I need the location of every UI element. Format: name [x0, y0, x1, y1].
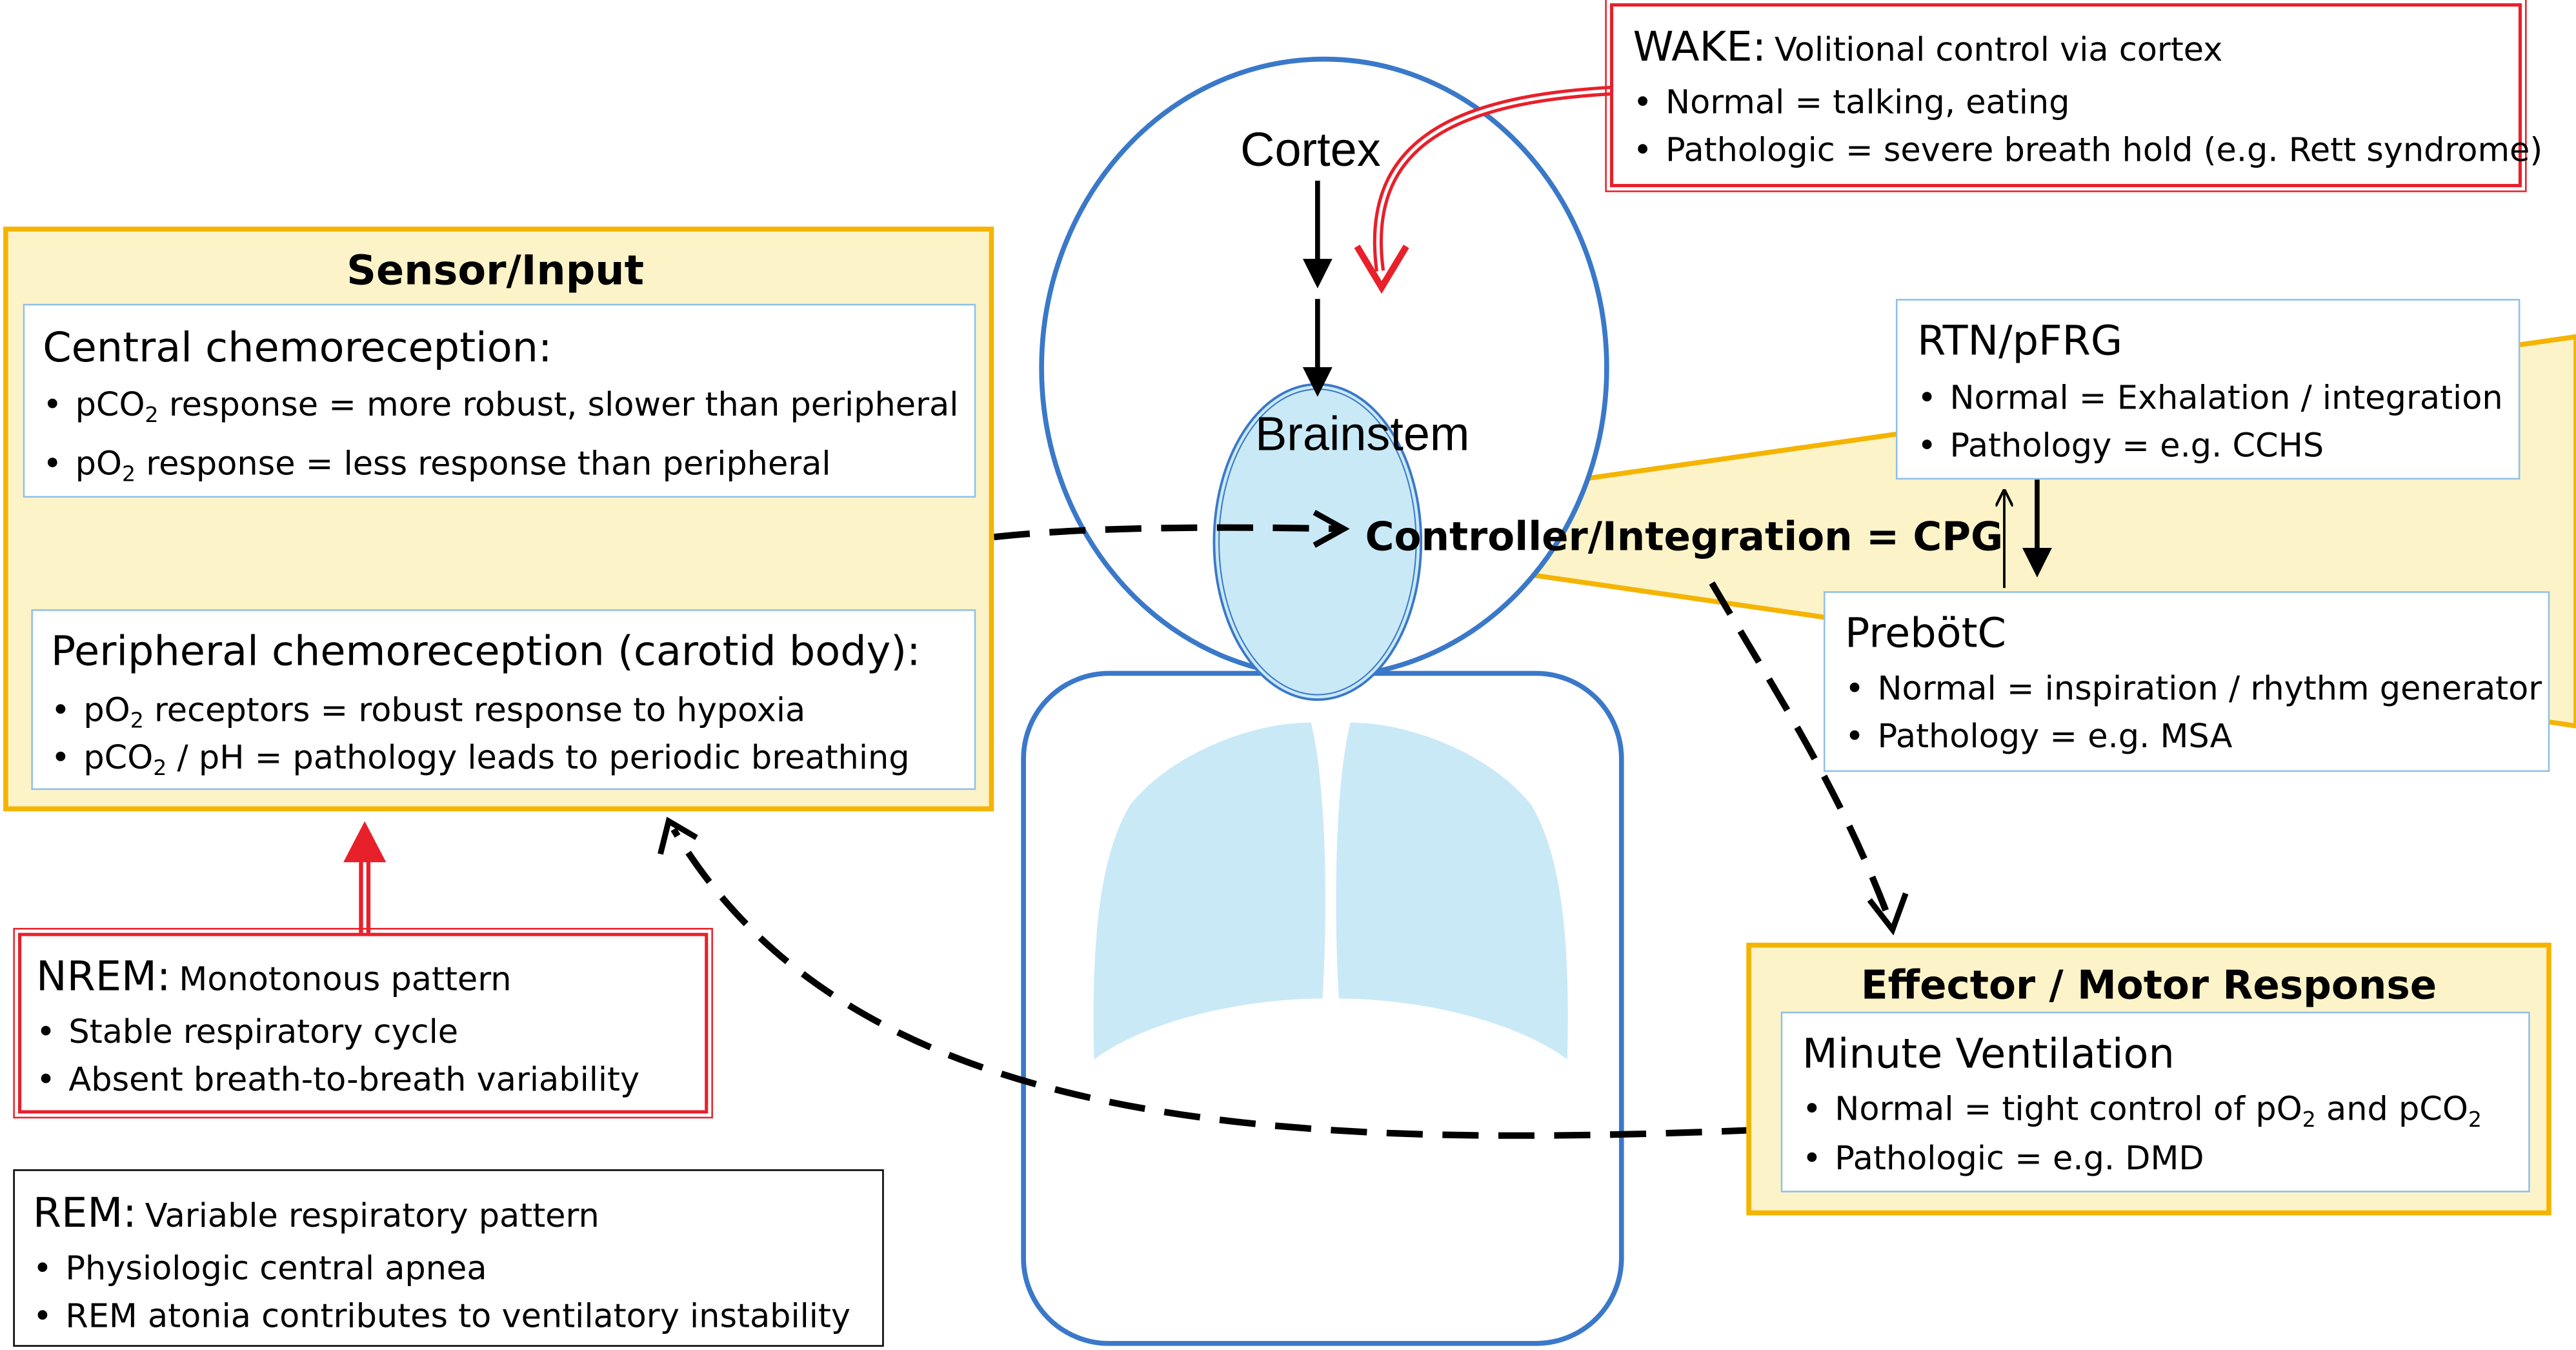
wake-item-1: Normal = talking, eating	[1633, 82, 2069, 121]
cortex-label: Cortex	[1240, 125, 1381, 177]
peripheral-item-2: pCO2 / pH = pathology leads to periodic …	[51, 738, 910, 782]
effector-item-1: Normal = tight control of pO2 and pCO2	[1802, 1089, 2482, 1133]
right-lung-shape	[1336, 722, 1568, 1060]
sensor-title: Sensor/Input	[347, 246, 645, 294]
rem-heading: REM: Variable respiratory pattern	[32, 1189, 599, 1237]
effector-title: Effector / Motor Response	[1860, 962, 2437, 1009]
prebotc-item-2: Pathology = e.g. MSA	[1845, 716, 2232, 756]
rem-item-2: REM atonia contributes to ventilatory in…	[33, 1296, 850, 1335]
rem-item-1: Physiologic central apnea	[33, 1248, 487, 1287]
rtn-item-1: Normal = Exhalation / integration	[1917, 378, 2502, 417]
central-item-2: pO2 response = less response than periph…	[43, 443, 831, 488]
prebotc-item-1: Normal = inspiration / rhythm generator	[1845, 669, 2542, 708]
effector-to-sensor-arrow	[670, 827, 1758, 1139]
brainstem-label: Brainstem	[1255, 408, 1470, 462]
controller-label: Controller/Integration = CPG	[1365, 514, 2004, 560]
peripheral-heading: Peripheral chemoreception (carotid body)…	[50, 627, 921, 675]
rtn-item-2: Pathology = e.g. CCHS	[1917, 425, 2324, 465]
wake-item-2: Pathologic = severe breath hold (e.g. Re…	[1633, 130, 2542, 169]
effector-item-2: Pathologic = e.g. DMD	[1802, 1138, 2204, 1178]
rtn-title: RTN/pFRG	[1917, 317, 2123, 365]
controller-to-effector-arrow	[1709, 581, 1893, 921]
nrem-item-1: Stable respiratory cycle	[36, 1012, 458, 1051]
sensor-to-controller-arrow	[993, 524, 1340, 541]
minute-ventilation-title: Minute Ventilation	[1802, 1029, 2175, 1078]
left-lung-shape	[1093, 722, 1325, 1060]
peripheral-item-1: pO2 receptors = robust response to hypox…	[51, 690, 805, 734]
central-item-1: pCO2 response = more robust, slower than…	[43, 385, 959, 429]
prebotc-title: PrebötC	[1845, 609, 2006, 657]
central-heading: Central chemoreception:	[43, 323, 552, 372]
nrem-heading: NREM: Monotonous pattern	[36, 952, 512, 1000]
nrem-item-2: Absent breath-to-breath variability	[36, 1060, 639, 1099]
wake-heading: WAKE: Volitional control via cortex	[1633, 23, 2223, 71]
